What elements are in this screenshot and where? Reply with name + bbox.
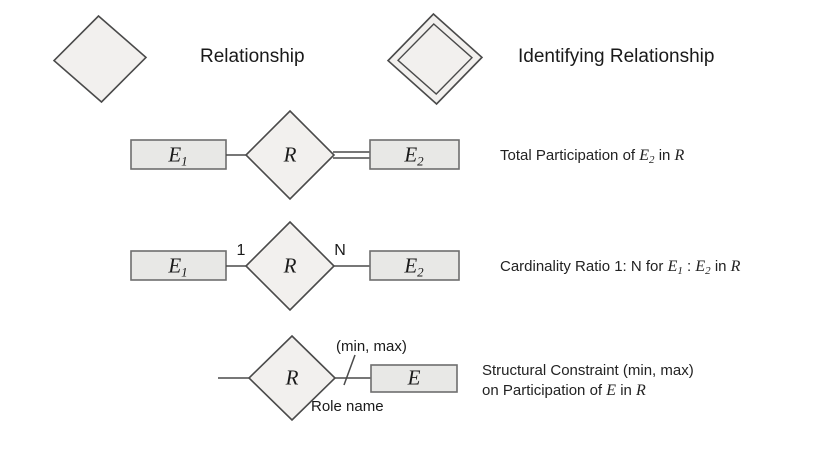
entity-box-e bbox=[370, 364, 458, 393]
min-max-label: (min, max) bbox=[336, 338, 407, 355]
relationship-label-r: R bbox=[285, 365, 299, 390]
entity-box-e1 bbox=[130, 250, 227, 281]
caption-line-1: Structural Constraint (min, max) bbox=[482, 362, 694, 379]
legend-label-identifying-relationship: Identifying Relationship bbox=[518, 46, 715, 67]
cardinality-label-right: N bbox=[334, 242, 346, 259]
relationship-diamond-r bbox=[247, 334, 337, 422]
row-structural-constraint bbox=[218, 334, 458, 422]
entity-box-e2 bbox=[369, 139, 460, 170]
cardinality-label-left: 1 bbox=[236, 242, 246, 259]
entity-label-e2: E2 bbox=[404, 142, 424, 169]
relationship-diamond-r bbox=[244, 220, 336, 312]
row-total-participation bbox=[130, 109, 460, 201]
entity-label-e2: E2 bbox=[404, 253, 424, 280]
relationship-label-r: R bbox=[283, 253, 297, 278]
row-cardinality-ratio bbox=[130, 220, 460, 312]
legend-label-relationship: Relationship bbox=[200, 46, 305, 67]
relationship-label-r: R bbox=[283, 142, 297, 167]
caption-cardinality-ratio: Cardinality Ratio 1: N for E1 : E2 in R bbox=[500, 258, 741, 277]
double-diamond-icon bbox=[386, 12, 484, 106]
caption-total-participation: Total Participation of E2 in R bbox=[500, 147, 685, 166]
min-max-tick-icon bbox=[343, 354, 356, 386]
entity-label-e: E bbox=[407, 365, 421, 390]
connector-double-right bbox=[333, 151, 371, 159]
entity-box-e2 bbox=[369, 250, 460, 281]
caption-line-2: on Participation of E in R bbox=[482, 382, 646, 399]
caption-structural-constraint: Structural Constraint (min, max) on Parti… bbox=[482, 361, 694, 401]
entity-label-e1: E1 bbox=[168, 142, 188, 169]
entity-box-e1 bbox=[130, 139, 227, 170]
role-name-label: Role name bbox=[311, 398, 384, 415]
diamond-icon bbox=[52, 14, 148, 104]
relationship-diamond-r bbox=[244, 109, 336, 201]
entity-label-e1: E1 bbox=[168, 253, 188, 280]
